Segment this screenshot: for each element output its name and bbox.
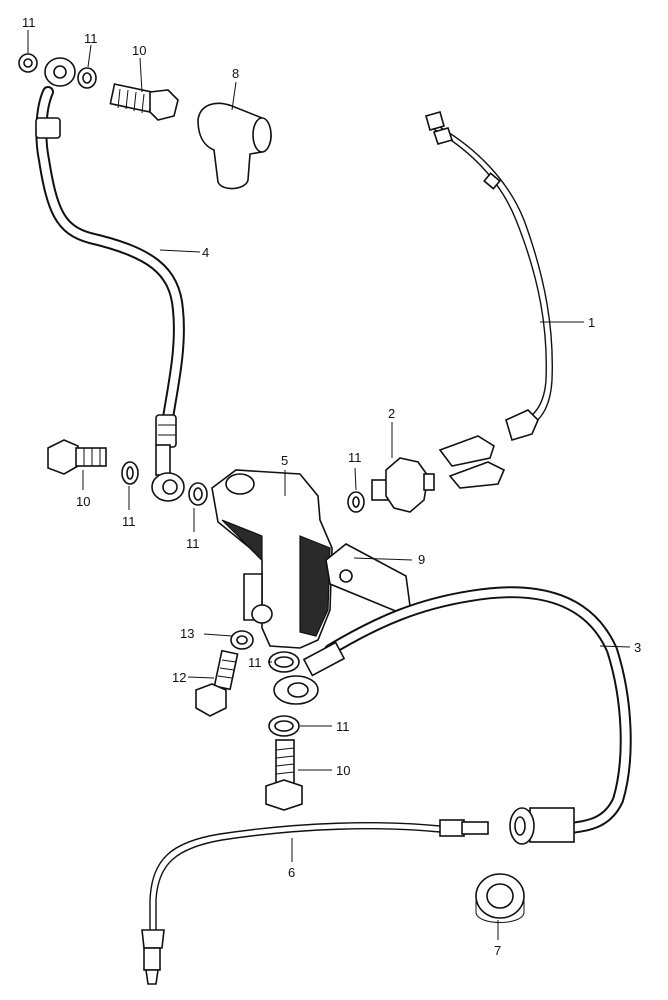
- mounting-bolt: [195, 649, 239, 717]
- callout-6: 6: [288, 865, 295, 880]
- callout-10-middle: 10: [76, 494, 90, 509]
- callout-leaders: [27, 30, 631, 940]
- sealing-washer-switch: [347, 491, 365, 513]
- sealing-washer-lower-a: [268, 651, 300, 673]
- bolt-washer: [230, 630, 254, 650]
- callout-3: 3: [634, 640, 641, 655]
- callout-11-top-left: 11: [22, 15, 36, 30]
- callout-11-switch: 11: [348, 450, 362, 465]
- banjo-bolt-middle: [47, 439, 107, 475]
- callout-11-lower-a: 11: [248, 655, 262, 670]
- mounting-bracket: [325, 543, 411, 613]
- brake-pipe: [141, 819, 489, 985]
- callout-9: 9: [418, 552, 425, 567]
- callout-13: 13: [180, 626, 194, 641]
- sealing-washer-top-left: [18, 53, 38, 73]
- callout-11-lower-b: 11: [336, 719, 350, 734]
- callout-4: 4: [202, 245, 209, 260]
- banjo-bolt-upper: [109, 83, 179, 121]
- sealing-washer-mid-left: [121, 461, 139, 485]
- sealing-washer-lower-b: [268, 715, 300, 737]
- switch-wiring: [425, 111, 553, 489]
- callout-11-mid: 11: [186, 536, 200, 551]
- callout-12: 12: [172, 670, 186, 685]
- three-way-joint: [211, 469, 333, 649]
- callout-10-lower: 10: [336, 763, 350, 778]
- callout-7: 7: [494, 943, 501, 958]
- upper-brake-hose: [35, 57, 185, 502]
- callout-5: 5: [281, 453, 288, 468]
- lower-brake-hose: [273, 586, 632, 845]
- callout-2: 2: [388, 406, 395, 421]
- callout-10-upper: 10: [132, 43, 146, 58]
- sealing-washer-top: [77, 67, 97, 89]
- brake-light-switch: [371, 457, 435, 513]
- grommet: [475, 873, 525, 923]
- callout-11-mid-left: 11: [122, 514, 136, 529]
- banjo-bolt-lower: [265, 739, 303, 811]
- callout-11-top: 11: [84, 31, 98, 46]
- callout-8: 8: [232, 66, 239, 81]
- callout-1: 1: [588, 315, 595, 330]
- callout-labels: 11 11 10 8 4 1 2 5 11 10 11 11 9 13 3 11…: [22, 15, 641, 958]
- sealing-washer-mid: [188, 482, 208, 506]
- rubber-cap: [197, 102, 272, 190]
